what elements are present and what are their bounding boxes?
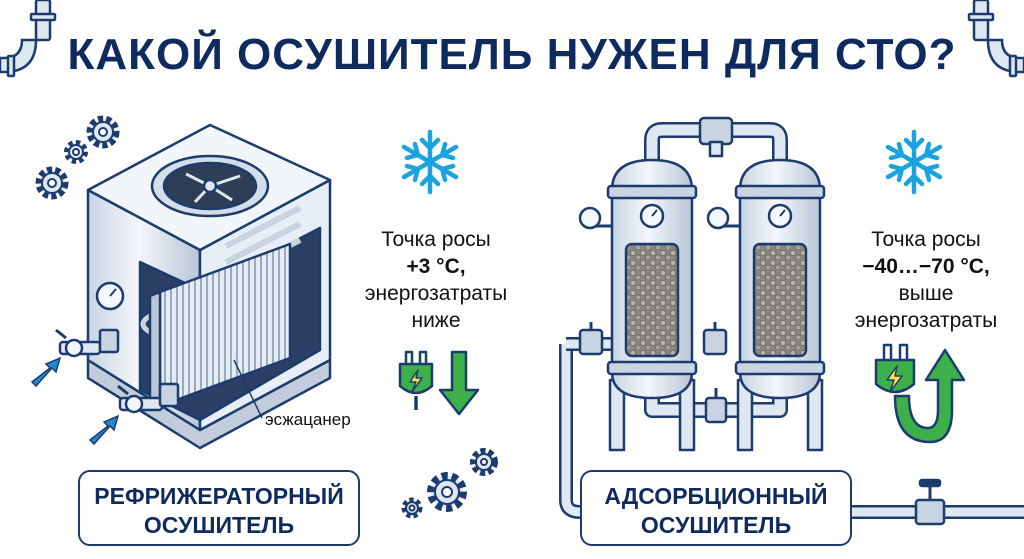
dryer-type-line2: ОСУШИТЕЛЬ bbox=[143, 512, 295, 538]
dew-point-value: −40…−70 °C, bbox=[862, 255, 990, 278]
dryer-type-line2: ОСУШИТЕЛЬ bbox=[640, 512, 792, 538]
energy-label: энергозатраты bbox=[364, 282, 508, 305]
adsorption-dryer-label: АДСОРБЦИОННЫЙ ОСУШИТЕЛЬ bbox=[580, 470, 852, 546]
energy-level: выше bbox=[898, 282, 954, 305]
dryer-type-line1: РЕФРИЖЕРАТОРНЫЙ bbox=[94, 483, 344, 509]
dew-point-label: Точка росы bbox=[871, 228, 981, 251]
callout-line bbox=[233, 359, 263, 419]
snowflake-icon bbox=[401, 129, 459, 195]
power-plug-icon bbox=[398, 350, 434, 410]
adsorption-dryer-illustration bbox=[559, 116, 1024, 526]
refrigerated-description: Точка росы +3 °C, энергозатраты ниже bbox=[348, 226, 524, 334]
air-inlet-arrow bbox=[30, 356, 120, 446]
arrow-down-icon bbox=[438, 350, 480, 416]
gear-icon bbox=[35, 115, 498, 519]
dew-point-label: Точка росы bbox=[381, 228, 491, 251]
energy-level: ниже bbox=[411, 309, 461, 332]
power-plug-icon bbox=[874, 343, 916, 394]
snowflake-icon bbox=[885, 129, 943, 195]
energy-label: энергозатраты bbox=[854, 309, 998, 332]
corner-pipe-left bbox=[0, 0, 57, 78]
arrow-up-icon bbox=[893, 348, 966, 444]
corner-pipe-right bbox=[967, 0, 1024, 78]
dew-point-value: +3 °C, bbox=[406, 255, 466, 278]
component-callout-label: эсжацанер bbox=[265, 410, 351, 429]
adsorption-description: Точка росы −40…−70 °C, выше энергозатрат… bbox=[836, 226, 1016, 334]
refrigerated-dryer-label: РЕФРИЖЕРАТОРНЫЙ ОСУШИТЕЛЬ bbox=[78, 470, 360, 546]
page-title: КАКОЙ ОСУШИТЕЛЬ НУЖЕН ДЛЯ СТО? bbox=[67, 30, 957, 79]
dryer-type-line1: АДСОРБЦИОННЫЙ bbox=[604, 483, 828, 509]
refrigerated-dryer-illustration bbox=[55, 123, 332, 450]
